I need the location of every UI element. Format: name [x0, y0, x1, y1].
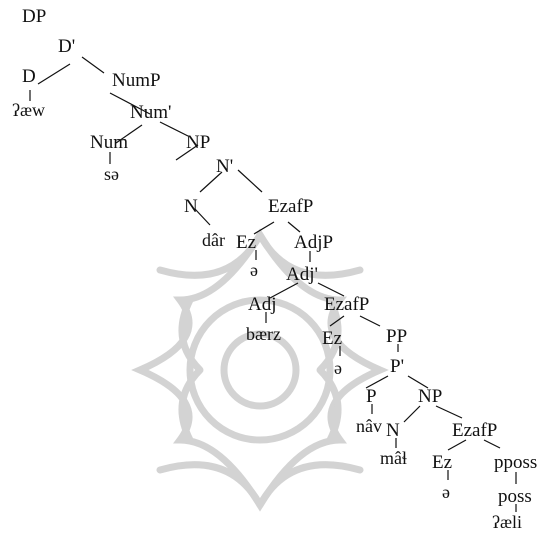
node-adj-bar: Adj'	[286, 264, 318, 285]
edge-nbar-ezafp	[237, 169, 263, 193]
edge-adjbar-adj	[269, 282, 299, 299]
word-p: nâv	[356, 416, 382, 436]
node-np: NP	[186, 132, 210, 153]
word-d: ʔæw	[12, 100, 45, 120]
word-ez2: ə	[334, 358, 342, 378]
edge-ezafp2-ez	[329, 315, 345, 327]
edge-dbar-d	[37, 63, 71, 85]
edge-ezafp-ez	[253, 221, 275, 235]
node-np2: NP	[418, 386, 442, 407]
word-ez: ə	[250, 260, 258, 280]
node-poss: poss	[498, 486, 532, 507]
edge-pbar-np2	[407, 375, 429, 389]
node-ezafp: EzafP	[268, 196, 313, 217]
edge-ezafp-adjp	[287, 221, 301, 233]
node-adjp: AdjP	[294, 232, 333, 253]
node-n-bar: N'	[216, 156, 233, 177]
edge-nbar-n	[199, 171, 223, 193]
node-nump: NumP	[112, 70, 161, 91]
word-num: sə	[104, 164, 119, 184]
edge-np2-n2	[403, 405, 421, 423]
node-d: D	[22, 66, 36, 87]
edge-pbar-p	[365, 375, 389, 389]
node-n: N	[184, 196, 198, 217]
edge-numbar-num	[115, 124, 143, 144]
node-ezafp2: EzafP	[324, 294, 369, 315]
edge-ezafp2-pp	[359, 315, 381, 327]
node-p-bar: P'	[390, 356, 404, 377]
node-ez2: Ez	[322, 328, 342, 349]
node-num-bar: Num'	[130, 102, 171, 123]
edge-adjbar-ezafp2	[317, 282, 345, 297]
word-adj: bærz	[246, 324, 281, 344]
edge-np-nbar	[175, 144, 199, 161]
node-p: P	[366, 386, 377, 407]
word-ez3: ə	[442, 482, 450, 502]
word-n: dâr	[202, 230, 225, 250]
edge-ezafp3-pposs	[483, 439, 501, 449]
edge-np2-ezafp3	[435, 405, 463, 419]
node-adj: Adj	[248, 294, 277, 315]
node-ez3: Ez	[432, 452, 452, 473]
watermark-ornament	[131, 228, 389, 512]
tree-labels: DP D' D ʔæw NumP Num' Num sə NP N' N Eza…	[12, 6, 537, 532]
edge-nump-numbar	[109, 92, 151, 115]
node-n2: N	[386, 420, 400, 441]
node-dp: DP	[22, 6, 46, 27]
node-ezafp3: EzafP	[452, 420, 497, 441]
word-poss: ʔæli	[492, 512, 522, 532]
node-ez: Ez	[236, 232, 256, 253]
node-pposs: pposs	[494, 452, 537, 473]
node-pp: PP	[386, 326, 407, 347]
node-num: Num	[90, 132, 128, 153]
tree-edges	[29, 56, 517, 512]
edge-dbar-nump	[81, 56, 105, 74]
edge-n-word	[194, 208, 211, 226]
edge-ezafp3-ez3	[447, 439, 467, 451]
node-d-bar: D'	[58, 36, 75, 57]
word-n2: mâɬ	[380, 448, 407, 468]
edge-numbar-np	[159, 121, 189, 137]
